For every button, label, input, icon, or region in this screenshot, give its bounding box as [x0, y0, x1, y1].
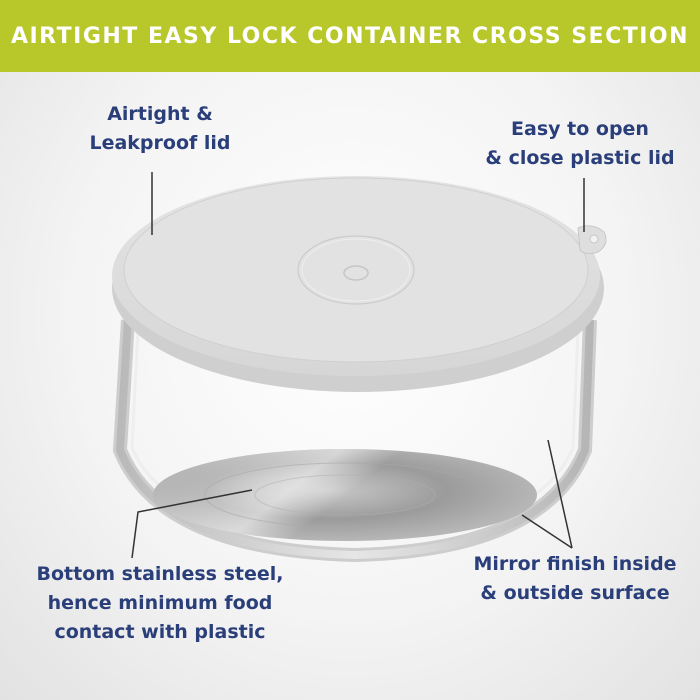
callout-airtight-lid: Airtight & Leakproof lid	[60, 100, 260, 158]
callout-mirror-finish-line2: & outside surface	[480, 582, 670, 604]
callout-mirror-finish-line1: Mirror finish inside	[473, 553, 677, 575]
callout-stainless-bottom-line1: Bottom stainless steel,	[36, 563, 284, 585]
callout-stainless-bottom-line3: contact with plastic	[54, 621, 266, 643]
callout-stainless-bottom-line2: hence minimum food	[47, 592, 273, 614]
callout-mirror-finish: Mirror finish inside & outside surface	[455, 550, 695, 608]
steel-bottom-disk	[153, 449, 537, 541]
callout-easy-open: Easy to open & close plastic lid	[465, 115, 695, 173]
banner-title: AIRTIGHT EASY LOCK CONTAINER CROSS SECTI…	[10, 23, 690, 49]
leader-line-mirror-outside	[521, 514, 573, 549]
callout-easy-open-line2: & close plastic lid	[485, 147, 675, 169]
callout-airtight-lid-line2: Leakproof lid	[89, 132, 231, 154]
callout-easy-open-line1: Easy to open	[511, 118, 649, 140]
leader-line-bottom	[131, 489, 253, 559]
title-banner: AIRTIGHT EASY LOCK CONTAINER CROSS SECTI…	[0, 0, 700, 72]
leader-line-mirror-inside	[547, 439, 573, 549]
plastic-lid	[112, 176, 607, 392]
callout-stainless-bottom: Bottom stainless steel, hence minimum fo…	[20, 560, 300, 647]
callout-airtight-lid-line1: Airtight &	[107, 103, 213, 125]
